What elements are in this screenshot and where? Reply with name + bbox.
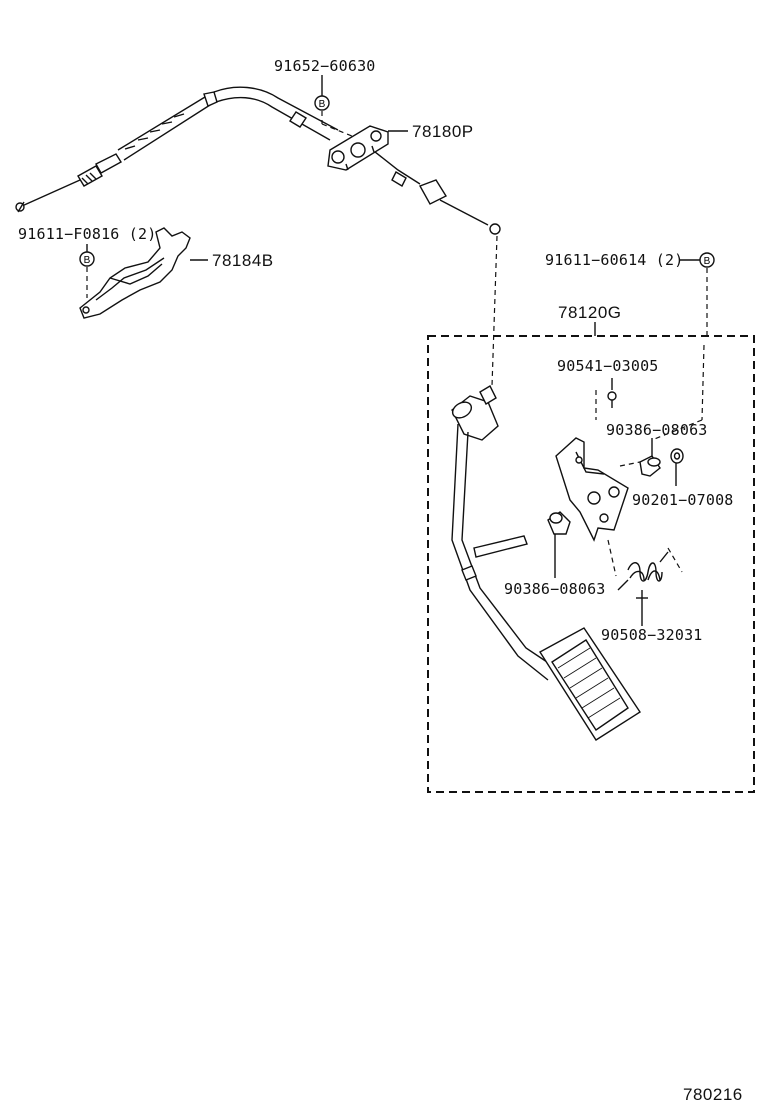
- svg-text:B: B: [704, 256, 711, 267]
- label-90386-08063-upper: 90386−08063: [606, 421, 708, 439]
- cable-clamp: [79, 227, 191, 319]
- label-90541-03005: 90541−03005: [557, 357, 659, 375]
- label-90386-08063-lower: 90386−08063: [504, 580, 606, 598]
- label-78180p: 78180P: [412, 122, 474, 141]
- bolt-marker-91652: B: [314, 95, 330, 111]
- svg-text:B: B: [84, 255, 91, 266]
- screw-90541: [607, 391, 617, 408]
- label-90201-07008: 90201−07008: [632, 491, 734, 509]
- figure-code: 780216: [683, 1085, 743, 1104]
- label-91652-60630: 91652−60630: [274, 57, 376, 75]
- label-91611-f0816: 91611−F0816 (2): [18, 225, 157, 243]
- cable-bracket: [327, 125, 389, 171]
- bushing-upper: [639, 455, 661, 477]
- pedal-bracket: [555, 437, 629, 542]
- svg-text:B: B: [319, 99, 326, 110]
- washer-90201: [670, 448, 684, 464]
- accelerator-cable: [15, 86, 501, 235]
- pedal-assembly-frame: [427, 335, 755, 793]
- return-spring: [617, 551, 669, 591]
- bushing-lower: [547, 511, 571, 535]
- bolt-marker-91611-60614: B: [699, 252, 715, 268]
- bolt-marker-91611-f0816: B: [79, 251, 95, 267]
- accelerator-pedal: [451, 385, 641, 741]
- label-91611-60614: 91611−60614 (2): [545, 251, 684, 269]
- label-90508-32031: 90508−32031: [601, 626, 703, 644]
- label-78120g: 78120G: [558, 303, 622, 322]
- label-78184b: 78184B: [212, 251, 274, 270]
